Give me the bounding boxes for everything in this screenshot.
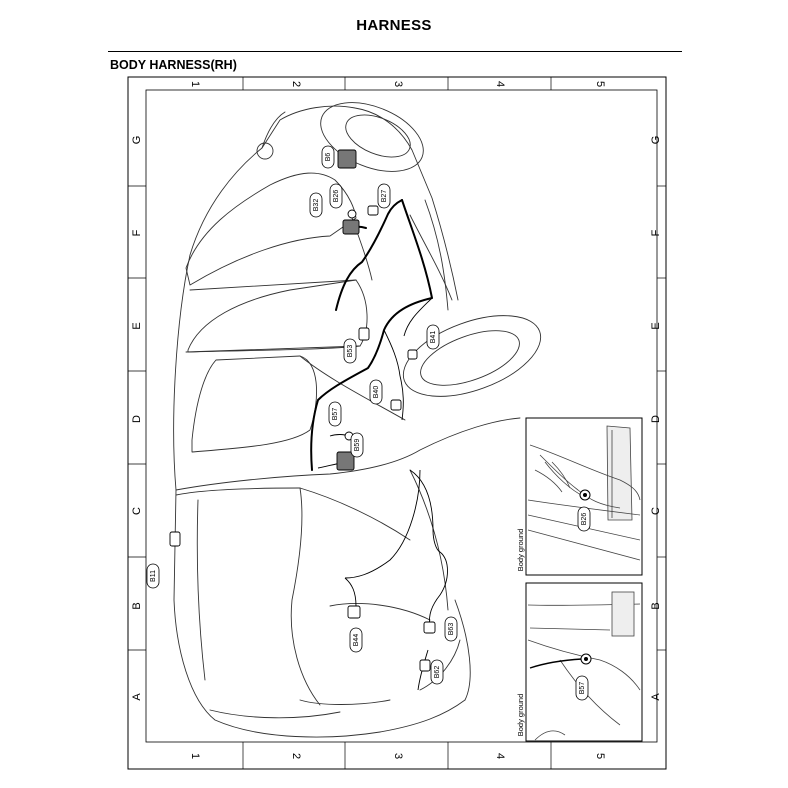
connector-labels: B6 B26 B27 B32 B41 B53 B40 B57 (146, 145, 458, 685)
connector-label-b41-text: B41 (430, 331, 437, 344)
col-label-bottom-3: 3 (392, 753, 404, 759)
row-label-right-A: A (650, 693, 662, 701)
col-label-bottom-1: 1 (189, 753, 201, 759)
connector-label-b53-text: B53 (347, 345, 354, 358)
row-label-right-F: F (650, 229, 662, 236)
connector-b53-symbol (358, 327, 370, 341)
inset-b26: B26 Body ground (516, 417, 643, 576)
connector-label-b63: B63 (444, 616, 458, 642)
connector-b41-symbol (407, 349, 418, 360)
col-label-top-1: 1 (189, 81, 201, 87)
row-label-right-G: G (650, 136, 662, 145)
connector-b32-symbol (342, 219, 360, 235)
row-label-left-D: D (131, 415, 143, 423)
connector-label-b44-text: B44 (353, 634, 360, 647)
row-label-right-E: E (650, 322, 662, 329)
connector-label-b27: B27 (377, 183, 391, 209)
frame-ticks (128, 77, 666, 769)
connector-label-b57: B57 (328, 401, 342, 427)
connector-b44-symbol (347, 605, 361, 619)
connector-label-b27-text: B27 (381, 190, 388, 203)
connector-b6-symbol (337, 149, 357, 169)
column-labels: 1 2 3 4 5 1 2 3 4 5 (189, 81, 606, 759)
connector-label-b57-text: B57 (332, 408, 339, 421)
connector-b63-symbol (423, 621, 436, 634)
inset-b57-caption: Body ground (516, 694, 525, 737)
connector-label-b40-text: B40 (373, 386, 380, 399)
connector-label-b6: B6 (321, 145, 335, 169)
connector-label-b40: B40 (369, 379, 383, 405)
page-title: HARNESS (356, 17, 432, 34)
row-label-left-E: E (131, 322, 143, 329)
connector-b26-symbol (347, 209, 357, 219)
title-divider (108, 51, 682, 52)
inset-b26-caption: Body ground (516, 529, 525, 572)
connector-label-b59: B59 (350, 432, 364, 458)
row-label-left-F: F (131, 229, 143, 236)
connector-b40-symbol (390, 399, 402, 411)
row-label-left-G: G (131, 136, 143, 145)
row-label-right-C: C (650, 507, 662, 515)
outer-frame (127, 76, 667, 770)
row-label-left-A: A (131, 693, 143, 701)
connector-b59-symbol (336, 451, 355, 471)
inner-frame (145, 89, 658, 743)
connector-b11-symbol (169, 531, 181, 547)
connector-label-b44: B44 (349, 627, 363, 653)
connector-label-b62: B62 (430, 659, 444, 685)
vehicle-outline (173, 102, 542, 738)
connector-label-b11-text: B11 (150, 570, 157, 582)
row-labels: A B C D E F G A B C D E F G (131, 136, 662, 701)
col-label-bottom-5: 5 (594, 753, 606, 759)
inset-b26-label-text: B26 (581, 513, 588, 526)
connector-label-b26: B26 (329, 183, 343, 209)
inset-b57: B57 Body ground (516, 582, 643, 742)
col-label-top-3: 3 (392, 81, 404, 87)
connector-label-b32: B32 (309, 192, 323, 218)
col-label-top-5: 5 (594, 81, 606, 87)
connector-b62-symbol (419, 659, 431, 672)
row-label-left-B: B (131, 602, 143, 609)
harness-wire (310, 199, 433, 471)
connector-label-b41: B41 (426, 324, 440, 350)
connector-label-b32-text: B32 (313, 199, 320, 212)
connector-label-b6-text: B6 (325, 153, 332, 162)
section-title: BODY HARNESS(RH) (110, 58, 237, 72)
connector-label-b26-text: B26 (333, 190, 340, 203)
connector-label-b53: B53 (343, 338, 357, 364)
inset-b26-label: B26 (577, 506, 591, 532)
col-label-bottom-4: 4 (494, 753, 506, 759)
inset-b57-label: B57 (575, 675, 589, 701)
col-label-top-4: 4 (494, 81, 506, 87)
col-label-top-2: 2 (290, 81, 302, 87)
harness-branches (317, 297, 448, 691)
connector-label-b62-text: B62 (434, 666, 441, 679)
connector-symbols (169, 149, 436, 672)
connector-label-b59-text: B59 (354, 439, 361, 452)
row-label-right-B: B (650, 602, 662, 609)
row-label-right-D: D (650, 415, 662, 423)
connector-label-b63-text: B63 (448, 623, 455, 636)
col-label-bottom-2: 2 (290, 753, 302, 759)
inset-b57-label-text: B57 (579, 682, 586, 695)
connector-b27-symbol (367, 205, 379, 216)
connector-label-b11: B11 (146, 563, 160, 589)
row-label-left-C: C (131, 507, 143, 515)
